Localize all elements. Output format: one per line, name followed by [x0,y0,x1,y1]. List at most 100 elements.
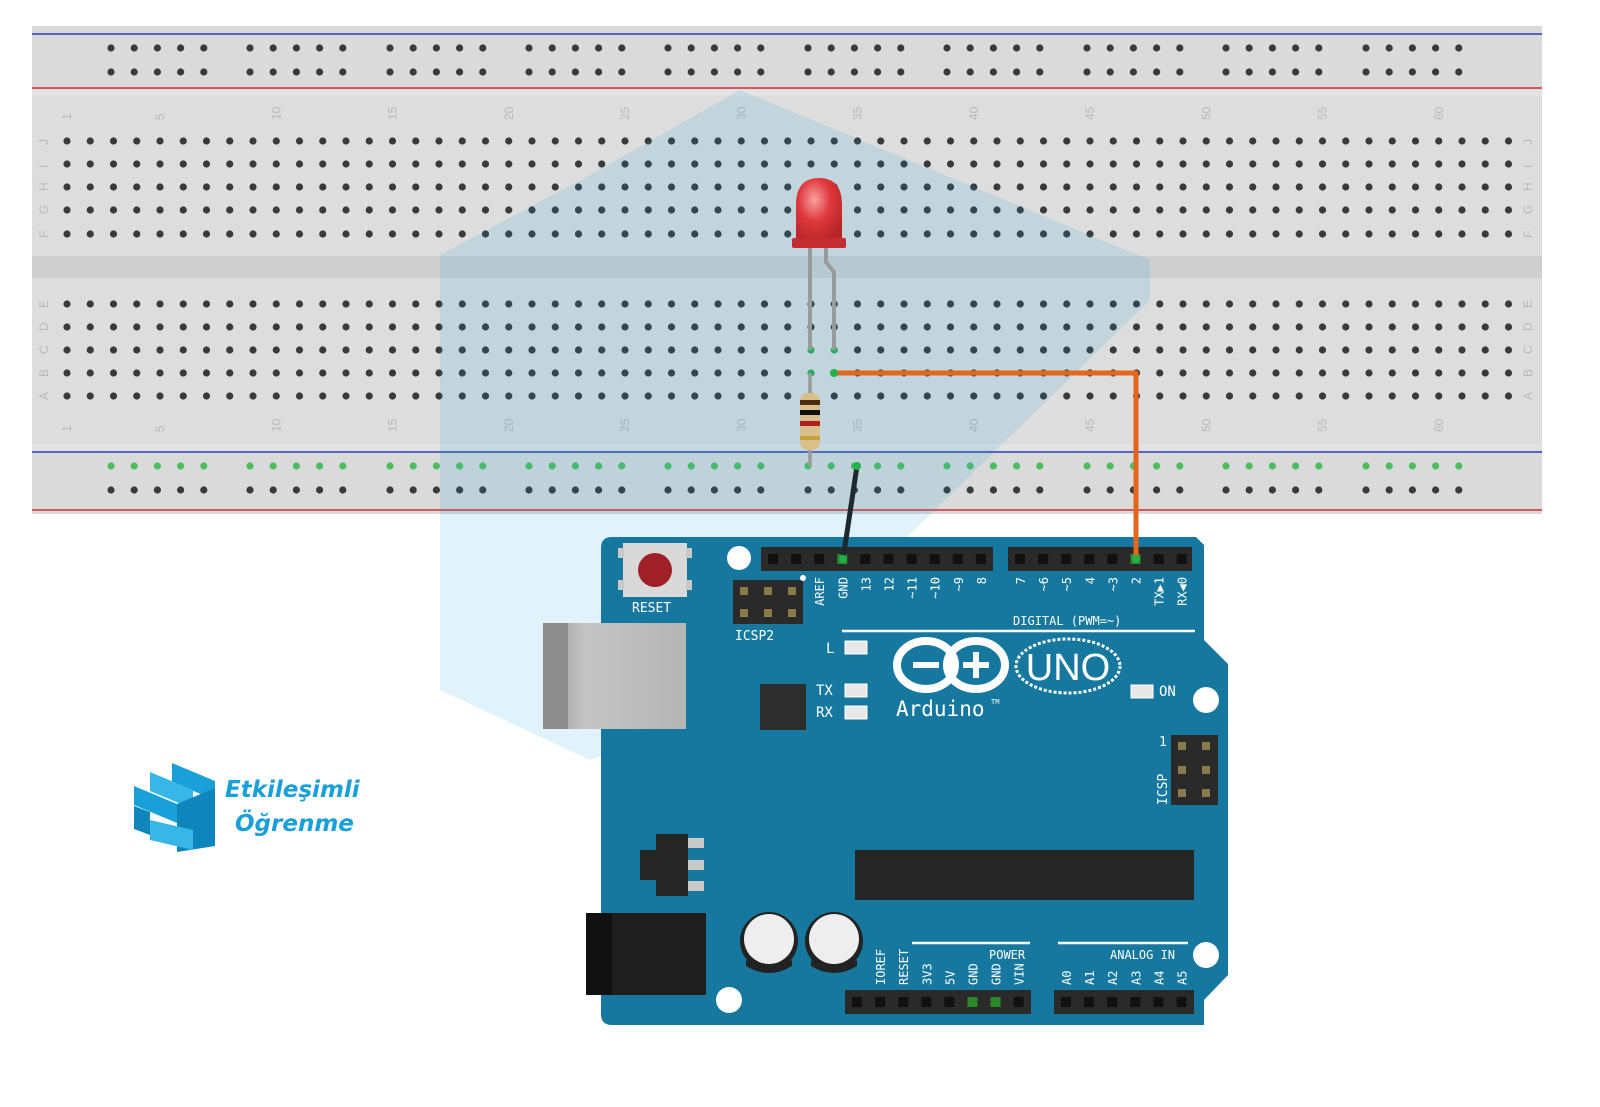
rail-hole[interactable] [479,486,487,494]
breadboard-hole[interactable] [202,300,211,308]
breadboard-hole[interactable] [714,323,722,331]
breadboard-hole[interactable] [388,160,397,168]
breadboard-hole[interactable] [412,206,420,214]
breadboard-hole[interactable] [1039,300,1048,308]
rail-hole[interactable] [943,486,951,494]
header-pin[interactable] [1130,997,1141,1007]
rail-hole[interactable] [130,68,138,76]
breadboard-hole[interactable] [249,346,257,354]
breadboard-hole[interactable] [644,137,652,145]
rail-hole[interactable] [710,462,719,470]
rail-hole[interactable] [827,68,835,76]
header-pin[interactable] [875,997,886,1007]
breadboard-hole[interactable] [551,160,559,168]
breadboard-hole[interactable] [1202,392,1210,400]
rail-hole[interactable] [804,486,812,494]
rail-hole[interactable] [1455,486,1463,494]
breadboard-hole[interactable] [1458,346,1466,354]
rail-hole[interactable] [177,44,185,52]
breadboard-hole[interactable] [946,160,955,168]
breadboard-hole[interactable] [900,300,908,308]
rail-hole[interactable] [687,462,695,470]
breadboard-hole[interactable] [156,230,164,238]
breadboard-hole[interactable] [1458,137,1466,145]
breadboard-hole[interactable] [574,230,583,238]
breadboard-hole[interactable] [1063,346,1071,354]
breadboard-hole[interactable] [1249,300,1257,308]
breadboard-hole[interactable] [156,183,164,191]
breadboard-hole[interactable] [179,300,187,308]
breadboard-hole[interactable] [1295,206,1303,214]
breadboard-hole[interactable] [1481,183,1489,191]
breadboard-hole[interactable] [1318,160,1327,168]
breadboard-hole[interactable] [760,392,769,400]
rail-hole[interactable] [316,462,324,470]
header-pin[interactable] [1176,554,1187,564]
breadboard-hole[interactable] [993,300,1001,308]
breadboard-hole[interactable] [1179,346,1187,354]
breadboard-hole[interactable] [1504,323,1513,331]
breadboard-hole[interactable] [458,323,466,331]
breadboard-hole[interactable] [1272,160,1280,168]
rail-hole[interactable] [595,44,603,52]
breadboard-hole[interactable] [156,300,164,308]
rail-hole[interactable] [409,486,417,494]
breadboard-hole[interactable] [1481,206,1489,214]
rail-hole[interactable] [1013,44,1021,52]
breadboard-hole[interactable] [365,230,373,238]
breadboard-hole[interactable] [853,323,862,331]
breadboard-hole[interactable] [63,183,71,191]
breadboard-hole[interactable] [1411,323,1420,331]
breadboard-hole[interactable] [1156,206,1164,214]
rail-hole[interactable] [316,68,324,76]
rail-hole[interactable] [548,68,556,76]
breadboard-hole[interactable] [272,160,280,168]
rail-hole[interactable] [269,44,277,52]
breadboard-hole[interactable] [923,183,931,191]
breadboard-hole[interactable] [1272,392,1280,400]
rail-hole[interactable] [1013,462,1021,470]
breadboard-hole[interactable] [1039,392,1048,400]
breadboard-hole[interactable] [760,369,769,377]
breadboard-hole[interactable] [226,346,234,354]
rail-hole[interactable] [246,68,254,76]
breadboard-hole[interactable] [993,230,1001,238]
breadboard-hole[interactable] [272,346,280,354]
breadboard-hole[interactable] [737,206,745,214]
breadboard-hole[interactable] [1272,183,1280,191]
breadboard-hole[interactable] [1342,137,1350,145]
breadboard-hole[interactable] [1132,300,1141,308]
breadboard-hole[interactable] [760,323,769,331]
breadboard-hole[interactable] [1179,300,1187,308]
breadboard-hole[interactable] [1016,160,1024,168]
breadboard-hole[interactable] [1481,346,1489,354]
breadboard-hole[interactable] [667,183,676,191]
breadboard-hole[interactable] [737,160,745,168]
rail-hole[interactable] [943,44,951,52]
rail-hole[interactable] [827,462,835,470]
rail-hole[interactable] [1315,44,1323,52]
rail-hole[interactable] [432,486,440,494]
rail-hole[interactable] [1083,44,1091,52]
breadboard-hole[interactable] [156,369,164,377]
rail-hole[interactable] [1176,486,1184,494]
breadboard-hole[interactable] [365,392,373,400]
rail-hole[interactable] [1432,462,1440,470]
rail-hole[interactable] [874,486,882,494]
rail-hole[interactable] [1292,44,1300,52]
breadboard-hole[interactable] [319,183,327,191]
breadboard-hole[interactable] [342,392,350,400]
breadboard-hole[interactable] [1086,183,1094,191]
breadboard-hole[interactable] [365,346,373,354]
breadboard-hole[interactable] [644,160,652,168]
breadboard-hole[interactable] [551,346,559,354]
breadboard-hole[interactable] [760,206,769,214]
rail-hole[interactable] [292,44,300,52]
breadboard-hole[interactable] [1435,183,1443,191]
rail-hole[interactable] [1362,462,1370,470]
breadboard-hole[interactable] [946,323,955,331]
breadboard-hole[interactable] [1249,206,1257,214]
breadboard-hole[interactable] [1388,230,1396,238]
breadboard-hole[interactable] [1272,137,1280,145]
breadboard-hole[interactable] [1249,137,1257,145]
